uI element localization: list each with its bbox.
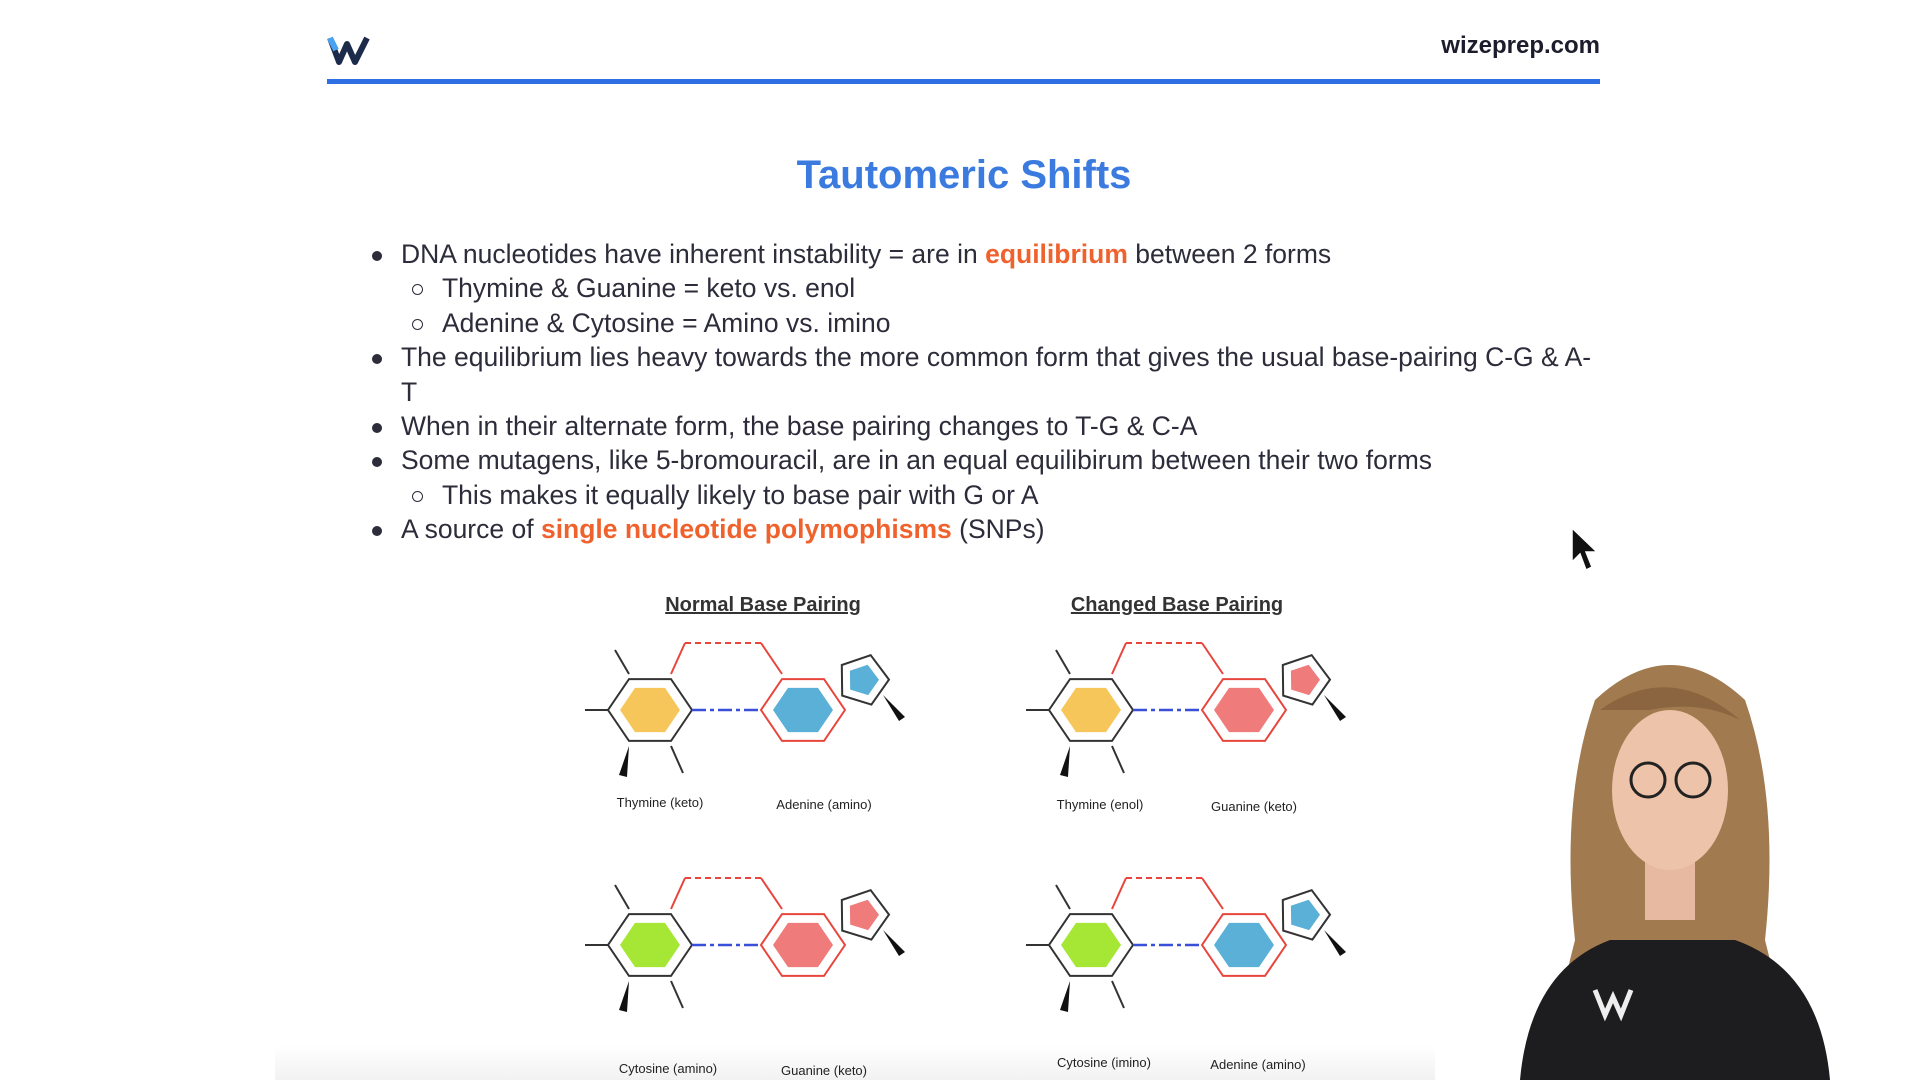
glycosidic-wedge — [1060, 981, 1070, 1012]
bullet-item: When in their alternate form, the base p… — [370, 409, 1600, 443]
site-url[interactable]: wizeprep.com — [1441, 32, 1600, 59]
ring-outline — [840, 654, 891, 706]
sub-bullet-item: This makes it equally likely to base pai… — [370, 478, 1600, 512]
purine-ring — [773, 687, 833, 733]
bullet-list: DNA nucleotides have inherent instabilit… — [370, 237, 1600, 547]
purine-pentagon — [1290, 664, 1320, 696]
molecule-label: Guanine (keto) — [781, 1063, 867, 1078]
bond — [760, 877, 783, 910]
bond — [1111, 877, 1127, 910]
bond — [1111, 642, 1127, 675]
pair-diagram — [585, 642, 905, 777]
pyrimidine-ring — [1061, 922, 1121, 968]
purine-ring — [1214, 922, 1274, 968]
molecule-label: Cytosine (amino) — [618, 1061, 718, 1076]
bond — [1055, 649, 1071, 675]
ring-outline — [1200, 678, 1288, 742]
bond — [1111, 980, 1125, 1009]
glycosidic-wedge — [1324, 695, 1346, 721]
ring-outline — [759, 913, 847, 977]
glycosidic-wedge — [883, 695, 905, 721]
pyrimidine-ring — [620, 922, 680, 968]
glycosidic-wedge — [1060, 746, 1070, 777]
slide-title: Tautomeric Shifts — [796, 153, 1132, 197]
glycosidic-wedge — [619, 746, 629, 777]
purine-pentagon — [1290, 899, 1320, 931]
bottom-fade — [275, 1045, 1435, 1080]
bullet-item: A source of single nucleotide polymophis… — [370, 512, 1600, 546]
ring-outline — [759, 678, 847, 742]
pair-diagram — [585, 877, 905, 1012]
bond — [614, 884, 630, 910]
bullet-item: The equilibrium lies heavy towards the m… — [370, 340, 1600, 409]
bond — [614, 649, 630, 675]
glycosidic-wedge — [1324, 930, 1346, 956]
purine-ring — [773, 922, 833, 968]
bond — [670, 877, 686, 910]
bond — [1201, 877, 1224, 910]
bond — [670, 745, 684, 774]
molecule-label: Thymine (enol) — [1056, 797, 1144, 812]
molecule-label: Guanine (keto) — [1211, 799, 1297, 814]
ring-outline — [1281, 889, 1332, 941]
pair-diagram — [1026, 877, 1346, 1012]
header-divider — [327, 79, 1600, 84]
ring-outline — [1281, 654, 1332, 706]
ring-outline — [840, 889, 891, 941]
molecule-label: Thymine (keto) — [616, 795, 704, 810]
wizeprep-logo[interactable] — [327, 34, 373, 66]
pyrimidine-ring — [620, 687, 680, 733]
glycosidic-wedge — [619, 981, 629, 1012]
bond — [1201, 642, 1224, 675]
glycosidic-wedge — [883, 930, 905, 956]
bullet-item: Some mutagens, like 5-bromouracil, are i… — [370, 443, 1600, 477]
highlight-equilibrium: equilibrium — [985, 239, 1128, 269]
ring-outline — [1200, 913, 1288, 977]
normal-base-pairing-heading: Normal Base Pairing — [665, 594, 861, 616]
purine-ring — [1214, 687, 1274, 733]
bond — [670, 642, 686, 675]
purine-pentagon — [849, 664, 879, 696]
molecule-label: Adenine (amino) — [776, 797, 872, 812]
highlight-snps: single nucleotide polymophisms — [540, 514, 952, 545]
presenter-video — [1520, 665, 1830, 1080]
sub-bullet-item: Thymine & Guanine = keto vs. enol — [370, 271, 1600, 305]
sub-bullet-item: Adenine & Cytosine = Amino vs. imino — [370, 306, 1600, 340]
pyrimidine-ring — [1061, 687, 1121, 733]
bond — [1055, 884, 1071, 910]
bond — [760, 642, 783, 675]
purine-pentagon — [849, 899, 879, 931]
bond — [1111, 745, 1125, 774]
bullet-item: DNA nucleotides have inherent instabilit… — [370, 237, 1600, 271]
pair-diagram — [1026, 642, 1346, 777]
molecule-label: Cytosine (imino) — [1057, 1055, 1151, 1070]
mouse-cursor-icon — [1571, 526, 1599, 572]
changed-base-pairing-heading: Changed Base Pairing — [1070, 594, 1284, 616]
molecule-label: Adenine (amino) — [1210, 1057, 1306, 1072]
bond — [670, 980, 684, 1009]
